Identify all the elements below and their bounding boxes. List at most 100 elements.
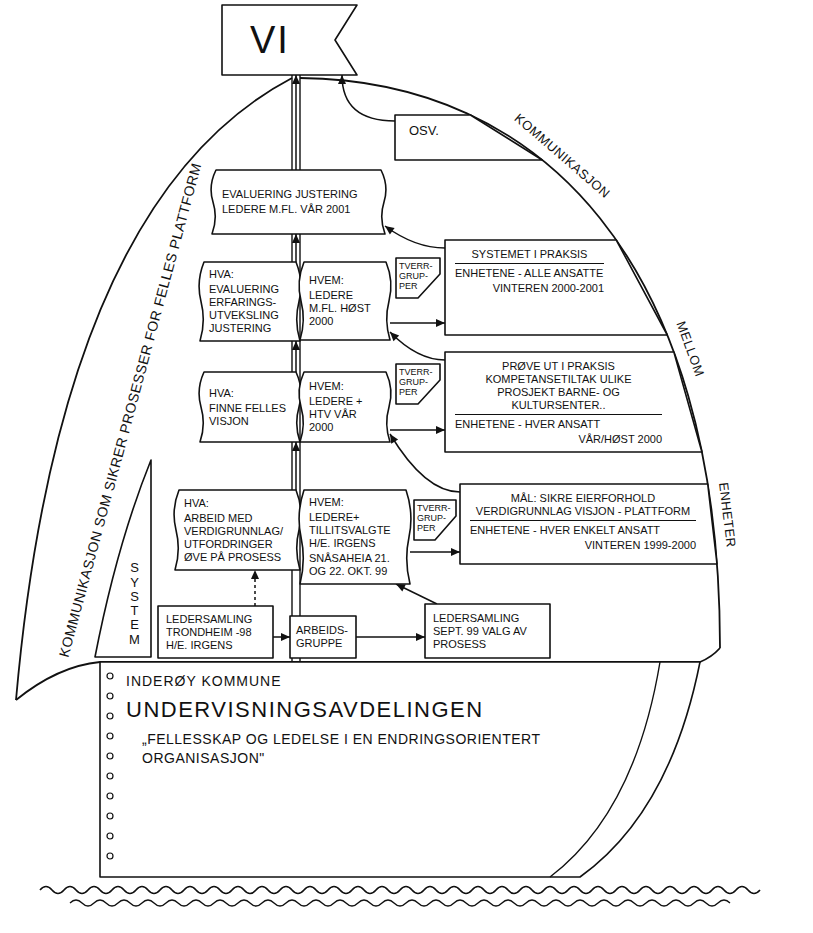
connector <box>390 332 445 360</box>
porthole <box>107 673 113 679</box>
node-text: ARBEIDS- GRUPPE <box>296 624 350 650</box>
seg-border <box>445 352 702 452</box>
arrow-head <box>390 332 399 341</box>
node-text: HVA: <box>209 387 291 400</box>
right-sail-edge <box>300 78 720 648</box>
group-pennant: TVERR- GRUP- PER <box>396 364 440 404</box>
node-text: ENHETENE - ALLE ANSATTE <box>455 263 604 280</box>
connector-line <box>342 75 395 121</box>
scroll-box: HVEM:LEDERE+ TILLITSVALGTE H/E. IRGENSSN… <box>300 490 410 584</box>
process-box: LEDERSAMLING TRONDHEIM -98 H/E. IRGENS <box>158 606 273 658</box>
arrow-head <box>390 434 398 444</box>
sail-segment: SYSTEMET I PRAKSISENHETENE - ALLE ANSATT… <box>445 240 610 335</box>
scroll-box: HVEM: LEDERE + HTV VÅR 2000 <box>300 372 390 442</box>
process-box: LEDERSAMLING SEPT. 99 VALG AV PROSESS <box>425 604 550 658</box>
porthole <box>107 833 113 839</box>
connector <box>292 75 300 170</box>
node-text: LEDERE M.FL. VÅR 2001 <box>222 203 375 216</box>
arrow-head <box>436 426 445 434</box>
node-text: MÅL: SIKRE EIERFORHOLD VERDIGRUNNLAG VIS… <box>470 492 696 518</box>
arrow-head <box>451 548 460 556</box>
porthole <box>107 713 113 719</box>
connector <box>356 633 425 641</box>
sail-segment: OSV. <box>395 115 464 160</box>
arrow-head <box>396 584 406 592</box>
hull-outline <box>100 662 700 877</box>
arrow-head <box>281 633 290 641</box>
connector-line <box>396 584 437 604</box>
node-text: TVERR- GRUP- PER <box>399 261 437 291</box>
scroll-border <box>211 170 386 234</box>
seg-border <box>460 484 717 564</box>
node-text: LEDERE + HTV VÅR 2000 <box>309 395 381 434</box>
node-text: PRØVE UT I PRAKSIS KOMPETANSETILTAK ULIK… <box>455 360 662 412</box>
process-box: ARBEIDS- GRUPPE <box>290 616 356 658</box>
node-text: EVALUERING JUSTERING <box>222 188 375 201</box>
node-text: LEDERSAMLING SEPT. 99 VALG AV PROSESS <box>433 612 542 651</box>
mast <box>291 60 292 662</box>
node-text: VINTEREN 1999-2000 <box>470 539 696 552</box>
arrow-head <box>292 442 300 451</box>
node-text: ENHETENE - HVER ENKELT ANSATT <box>470 520 696 537</box>
scroll-box: HVA: FINNE FELLES VISJON <box>200 372 300 442</box>
sail-segment: MÅL: SIKRE EIERFORHOLD VERDIGRUNNLAG VIS… <box>460 484 702 564</box>
scroll-box: EVALUERING JUSTERING LEDERE M.FL. VÅR 200… <box>212 170 385 234</box>
hull-border <box>100 662 700 877</box>
arrow-head <box>251 570 259 579</box>
connector-line <box>385 226 445 248</box>
node-text: INDERØY KOMMUNE <box>126 672 680 690</box>
arrow-head <box>436 319 445 327</box>
scroll-border <box>299 262 391 340</box>
node-text: HVEM: <box>309 380 381 393</box>
node-text: FINNE FELLES VISJON <box>209 402 291 428</box>
arrow-head <box>338 75 346 84</box>
node-text: ENHETENE - HVER ANSATT <box>455 414 662 431</box>
scroll-box: HVA:ARBEID MED VERDIGRUNNLAG/ UTFORDRING… <box>175 490 300 570</box>
node-text: VÅR/HØST 2000 <box>455 433 662 446</box>
arrow-head <box>292 341 300 350</box>
porthole <box>107 773 113 779</box>
node-text: VINTEREN 2000-2001 <box>455 282 604 295</box>
sail-segment: PRØVE UT I PRAKSIS KOMPETANSETILTAK ULIK… <box>445 352 668 452</box>
tri-border <box>396 364 440 404</box>
scroll-box: HVA:EVALUERING ERFARINGS- UTVEKSLING JUS… <box>200 262 300 341</box>
arrow-head <box>292 75 300 84</box>
node-text: „FELLESSKAP OG LEDELSE I EN ENDRINGSORIE… <box>126 730 542 768</box>
connector <box>292 341 300 372</box>
arrow-head <box>385 226 395 235</box>
arrow-head <box>416 633 425 641</box>
connector <box>410 548 460 556</box>
arrow-head <box>292 234 300 243</box>
scroll-border <box>299 372 391 442</box>
rect-border <box>290 616 356 658</box>
node-text: HVEM: <box>309 496 401 509</box>
flag-border <box>222 5 357 75</box>
node-text: EVALUERING ERFARINGS- UTVEKSLING JUSTERI… <box>209 283 291 335</box>
waves <box>40 887 760 894</box>
tri-border <box>414 500 456 540</box>
ship-hull: INDERØY KOMMUNE UNDERVISNINGSAVDELINGEN „F… <box>100 662 700 877</box>
connector <box>385 226 445 248</box>
seg-border <box>445 240 667 335</box>
node-text: OSV. <box>409 123 458 139</box>
node-text: UNDERVISNINGSAVDELINGEN <box>126 696 680 724</box>
porthole <box>107 693 113 699</box>
tri-border <box>396 258 440 298</box>
rect-border <box>425 604 550 658</box>
node-text: LEDERE M.FL. HØST 2000 <box>309 289 381 328</box>
connector <box>390 319 445 327</box>
porthole <box>107 733 113 739</box>
porthole <box>107 853 113 859</box>
connector <box>251 570 259 606</box>
node-text: LEDERE+ TILLITSVALGTE H/E. IRGENS <box>309 511 401 550</box>
scroll-border <box>174 490 301 570</box>
node-text: HVEM: <box>309 274 381 287</box>
scroll-border <box>199 372 301 442</box>
scroll-border <box>299 490 411 584</box>
connector-line <box>356 636 425 638</box>
group-pennant: TVERR- GRUP- PER <box>396 258 440 298</box>
scroll-outline <box>212 170 385 234</box>
connector-line <box>295 75 297 170</box>
porthole <box>107 793 113 799</box>
porthole <box>107 753 113 759</box>
